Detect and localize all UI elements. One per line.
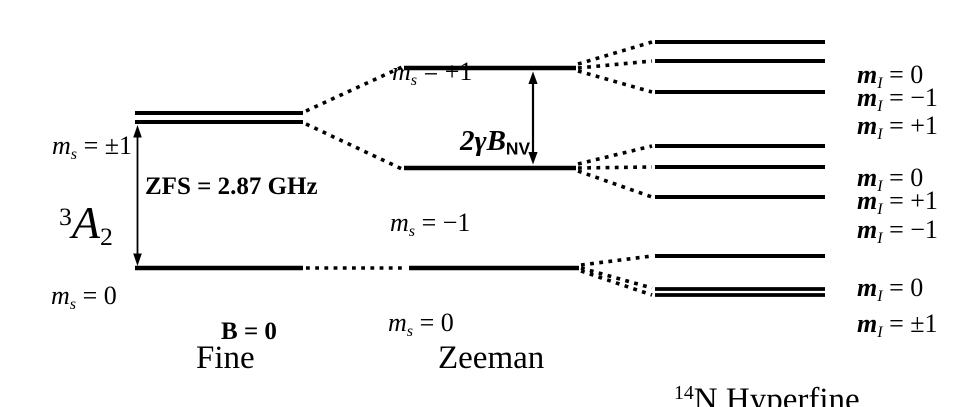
term-subscript: 2 [99,222,113,252]
mi-symbol: m [857,273,878,302]
hyperfine-text: N Hyperfine [693,381,860,407]
mi-subscript: I [877,288,883,306]
ms-subscript: s [406,323,414,341]
term-letter: A [71,196,100,248]
ms-symbol: m [388,308,407,337]
mi-subscript: I [877,230,883,248]
hf-0-mipm1-label: mI = ±1 [831,279,938,378]
caption-hyperfine: 14N Hyperfine [641,339,860,407]
mi-symbol: m [857,83,878,112]
hf-0-mi0-label: mI = 0 [831,243,923,342]
zfs-value-label: ZFS = 2.87 GHz [145,173,318,200]
mi-subscript: I [877,178,883,196]
zeeman-splitting-label: 2γBNV [431,96,530,193]
ms-symbol: m [392,57,411,86]
mi-value: = +1 [882,111,938,140]
mi-value: = −1 [882,215,938,244]
mi-value: = 0 [882,60,924,89]
connector-p1-to-mip1 [577,69,653,94]
connector-p1-to-mim1 [577,59,653,70]
connector-0-to-mipm1-a [580,266,653,290]
magnetic-field-label: B = 0 [196,287,277,377]
ms-subscript: s [410,72,418,90]
mi-value: = ±1 [882,309,938,338]
zeeman-level-lines [404,65,579,271]
mi-symbol: m [857,186,878,215]
ms-value: = 0 [413,308,454,337]
dotted-connectors [305,40,653,297]
hf-p1-mim1-label: mI = −1 [831,53,938,152]
splitting-subscript: NV [505,138,531,159]
zeeman-ms0-label: ms = 0 [362,278,454,377]
connector-m1-to-mim1 [577,169,653,199]
hf-p1-mip1-label: mI = +1 [831,81,938,180]
hf-m1-mim1-label: mI = −1 [831,185,938,284]
fine-level-lines [135,111,303,271]
splitting-main: 2γB [460,125,506,157]
mi-subscript: I [877,126,883,144]
zeeman-ms-plus1-label: ms = +1 [366,27,472,126]
mi-symbol: m [857,309,878,338]
connector-m1-to-mip1 [577,165,653,170]
hf-m1-mip1-label: mI = +1 [831,156,938,255]
mi-subscript: I [877,201,883,219]
mi-symbol: m [857,215,878,244]
fine-ms0-label: ms = 0 [25,251,117,350]
zeeman-ms-minus1-label: ms = −1 [364,178,470,277]
caption-fine: Fine [196,340,255,376]
ms-symbol: m [52,131,71,160]
zfs-arrow [133,125,142,266]
ms-value: = −1 [415,208,471,237]
connector-m1-to-mi0 [577,144,653,166]
connector-p1-to-mi0 [577,40,653,66]
mi-value: = 0 [882,163,924,192]
term-symbol: 3A2 [13,145,113,309]
ms-subscript: s [70,146,78,164]
mi-symbol: m [857,111,878,140]
field-symbol: B [221,318,238,345]
connector-0-to-mipm1-b [580,269,653,297]
ms-value: = ±1 [77,131,132,160]
ms-value: = 0 [76,281,117,310]
mi-value: = 0 [882,273,924,302]
isotope-superscript: 14 [674,382,694,404]
connector-0-to-mi0 [580,254,653,267]
term-superscript: 3 [59,202,72,231]
zeeman-splitting-arrow [528,71,538,165]
field-value: = 0 [237,318,277,345]
hyperfine-level-lines [655,40,825,297]
fine-ms-pm1-label: ms = ±1 [26,101,132,200]
mi-symbol: m [857,60,878,89]
hf-m1-mi0-label: mI = 0 [831,133,923,232]
connector-pm1-to-minus1 [305,122,403,171]
mi-subscript: I [877,98,883,116]
caption-zeeman: Zeeman [438,340,545,376]
ms-symbol: m [390,208,409,237]
mi-value: = +1 [882,186,938,215]
ms-symbol: m [51,281,70,310]
ms-subscript: s [408,223,416,241]
hf-p1-mi0-label: mI = 0 [831,30,923,129]
mi-subscript: I [877,75,883,93]
mi-symbol: m [857,163,878,192]
mi-value: = −1 [882,83,938,112]
ms-value: = +1 [417,57,473,86]
mi-subscript: I [877,324,883,342]
ms-subscript: s [69,296,77,314]
